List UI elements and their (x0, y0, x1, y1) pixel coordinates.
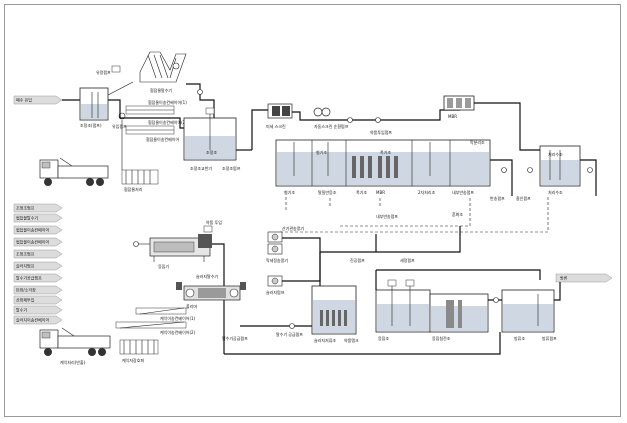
blower-label: 산기관송풍기 (282, 225, 304, 231)
cake-conveyors: 케익이송컨베이어(1) 케익이송컨베이어(2) (115, 307, 196, 335)
legend-list: 조정조펌프 협잡물탈수기 협잡물이송컨베이어 협잡물이송컨베이어 조정조펌프 슬… (13, 203, 63, 325)
dewater-machine-label: 슬러지탈수기 (196, 273, 218, 279)
adjust-tank-label: 조정조 (206, 149, 217, 155)
chemical-dosing-unit: 약품 투입 응집기 (133, 219, 222, 269)
permeate-pump-label: 흡인펌프 (516, 195, 531, 201)
air-blower-1: 산기관송풍기 (267, 225, 304, 243)
truck-1-label: 협잡물처리 (124, 186, 143, 192)
cake-conveyor-label: 케익이송컨베이어(1) (160, 315, 196, 321)
legend-item-1: 협잡물탈수기 (16, 215, 38, 221)
sludge-transfer-label: 탈수기 공급펌프 (276, 331, 303, 337)
legend-item-7: 탄화/소각장 (16, 287, 36, 293)
ozone-unit-label: 혐기조 (284, 189, 295, 195)
anaerobic-tank-label: 혐기조 (316, 149, 327, 155)
final-tank-label: 처리수조 (548, 151, 563, 157)
effluent-arrow: 방류 (555, 273, 613, 283)
blower-tag-label: 자동스크린 순환펌프 (314, 123, 349, 129)
chem-header-label: 약품 투입 (206, 219, 222, 225)
sludge-storage-tank: 슬러지저류조 약품탱크 (311, 285, 359, 343)
screen-conveyor-2: 협잡물이송컨베이어(2) 협잡물이송컨베이어 (121, 119, 187, 170)
legend-item-10: 슬러지이송컨베이어 (16, 317, 49, 323)
legend-item-9: 탈수기 (16, 307, 27, 313)
dewater-screen-label: 협잡물탈수기 (150, 87, 172, 93)
cake-conveyor-2-label: 케익이송컨베이어(2) (160, 329, 196, 335)
sludge-recycle-label: 반송펌프 (490, 195, 505, 201)
floc-label: 응집침전조 (432, 335, 451, 341)
legend-item-6: 탈수기공급펌프 (16, 275, 42, 281)
screen-conveyor-2-label: 협잡물이송컨베이어(2) (148, 119, 187, 125)
mbr-blower-label: 막세정송풍기 (266, 257, 288, 263)
anoxic-label: 탈질반응조 (318, 189, 337, 195)
legend-item-8: 산화제투입 (16, 297, 35, 303)
air-blower-2: 막세정송풍기 (266, 243, 288, 263)
sludge-pump-label: 슬러지펌프 (266, 289, 285, 295)
adjust-pump-label: 조정조펌프 (222, 165, 241, 171)
drawing-frame (4, 4, 621, 417)
bar-screen-rake: 유량펌프 협잡물탈수기 (96, 51, 187, 96)
equalization-tank: 조정조 조정조교반기 조정조펌프 (183, 107, 241, 171)
polymer-label: 폴리머 (186, 303, 197, 309)
nitrate-tank-label: 2차처리조 (418, 189, 436, 195)
vacuum-label: 진공펌프 (350, 257, 365, 263)
treated-water-label: 처리수조 (548, 189, 563, 195)
pump-pit-label: 조정조(펌프) (80, 122, 102, 128)
sludge-storage-label: 슬러지저류조 (314, 337, 336, 343)
coagulation-tanks: 응집조 응집침전조 (375, 279, 489, 341)
dewater-unit-label: 응집기 (158, 263, 169, 269)
legend-item-0: 조정조펌프 (16, 205, 35, 211)
effluent-label: 방류 (560, 275, 568, 281)
fine-screen: 미세 스크린 (266, 103, 293, 129)
mbr-panel: MBR (443, 95, 475, 119)
truck-2-label: 케익처리(반출) (60, 359, 86, 365)
coag-tank-label: 응집조 (378, 335, 389, 341)
aeration-tank-label: 폭기조 (380, 149, 391, 155)
legend-item-2: 협잡물이송컨베이어 (16, 227, 49, 233)
mbr-tank-label: 막분리조 (470, 139, 485, 145)
inflow-arrow: 폐수 유입 (13, 95, 63, 105)
top-blower: 자동스크린 순환펌프 (313, 107, 349, 129)
fine-screen-label: 미세 스크린 (266, 123, 286, 129)
top-panel-label: 약품투입펌프 (370, 129, 392, 135)
inflow-pump-pit: 조정조(펌프) (79, 87, 109, 128)
cake-truck: 케익저장호퍼 케익처리(반출) (39, 327, 159, 365)
flow-pump-label: 유량펌프 (96, 69, 111, 75)
discharge-pump-label: 방류펌프 (542, 335, 557, 341)
legend-item-4: 조정조펌프 (16, 251, 35, 257)
screen-conveyor-label: 협잡물이송컨베이어(1) (148, 99, 187, 105)
membrane-label: MBR (376, 190, 385, 195)
legend-item-3: 협잡물이송컨베이어 (16, 239, 49, 245)
cip-label: 세정펌프 (400, 257, 415, 263)
cake-bin-label: 케익저장호퍼 (122, 357, 144, 363)
dewater-pump-label: 탈수기공급펌프 (222, 335, 248, 341)
sludge-dewatering-machine: 슬러지탈수기 폴리머 (176, 273, 246, 309)
legend-item-5: 슬러지펌프 (16, 263, 35, 269)
screen-tag-label: 유입펌프 (112, 123, 127, 129)
inner-recycle-label: 내부반송펌프 (376, 213, 398, 219)
sludge-pump: 슬러지펌프 (266, 275, 285, 295)
screen-truck: 협잡물처리 (39, 157, 159, 192)
return-pump-label: 내부반송펌프 (452, 189, 474, 195)
pressure-panel-label: MBR (448, 114, 457, 119)
treated-water-tank: 처리수조 처리수조 (539, 145, 581, 195)
discharge-tank: 방류조 방류펌프 (501, 289, 557, 341)
chem-pump-label: 혼화조 (452, 211, 463, 217)
screen-bin-label: 협잡물이송컨베이어 (146, 136, 179, 142)
aeration-diffusers (352, 156, 398, 178)
bioreactor-train: 혐기조 폭기조 막분리조 혐기조 탈질반응조 폭기조 MBR 2차처리조 내부반… (275, 139, 491, 195)
dosing-tank-label: 약품탱크 (344, 337, 359, 343)
raw-inflow-label: 폐수 유입 (16, 97, 32, 103)
aerobic-label: 폭기조 (356, 189, 367, 195)
discharge-tank-label: 방류조 (514, 335, 525, 341)
adjust-mixer-label: 조정조교반기 (190, 165, 212, 171)
